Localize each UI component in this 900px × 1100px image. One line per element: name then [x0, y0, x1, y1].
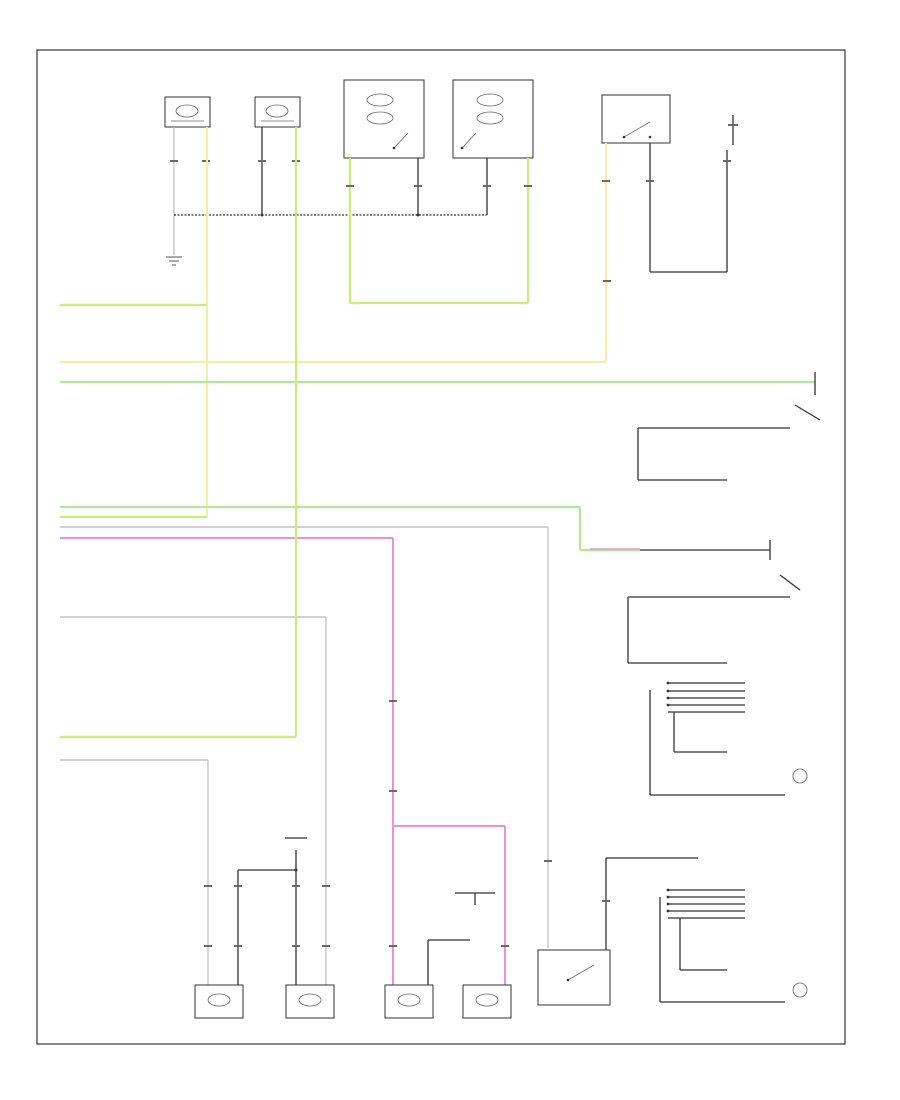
connector-marks-bottom [204, 280, 611, 947]
door-ajar-wiring [605, 143, 728, 362]
harness-wire-9 [60, 127, 298, 739]
right-front-puddle-lamp-switch [427, 892, 495, 985]
right-rear-speaker-connector [728, 115, 738, 145]
harness-wire-6 [60, 526, 549, 948]
right-rear-door-ajar-switch [601, 94, 671, 144]
harness-wire-7 [60, 537, 506, 985]
diagram-frame [36, 49, 846, 1045]
right-rear-turn-lamp [254, 96, 301, 128]
passenger-door-switch [537, 949, 611, 1006]
right-front-puddle-lamp [462, 984, 512, 1019]
driver-door-connector-block [649, 681, 808, 796]
left-rear-door-latch [637, 427, 790, 481]
left-front-courtesy-lamp [343, 79, 425, 159]
left-rear-puddle-lamp [194, 984, 244, 1019]
left-rear-turn-lamp [164, 96, 211, 128]
left-front-puddle-lamp [384, 984, 434, 1019]
harness-wire-10 [60, 759, 209, 985]
ground-point-top [166, 256, 182, 266]
courtesy-lamp-feed [348, 158, 530, 305]
right-rear-puddle-lamp [285, 984, 335, 1019]
connector-marks-top [170, 160, 731, 187]
top-ground-bus [173, 127, 488, 255]
driver-door-latch [627, 596, 790, 664]
harness-wire-4 [60, 506, 801, 591]
passenger-door-latch [605, 857, 808, 1003]
harness-wire-8 [60, 616, 327, 985]
harness-wire-1 [60, 127, 208, 517]
bottom-lamp-feeds [237, 837, 307, 985]
harness-wire-3 [60, 372, 821, 421]
right-front-courtesy-lamp [452, 79, 534, 159]
